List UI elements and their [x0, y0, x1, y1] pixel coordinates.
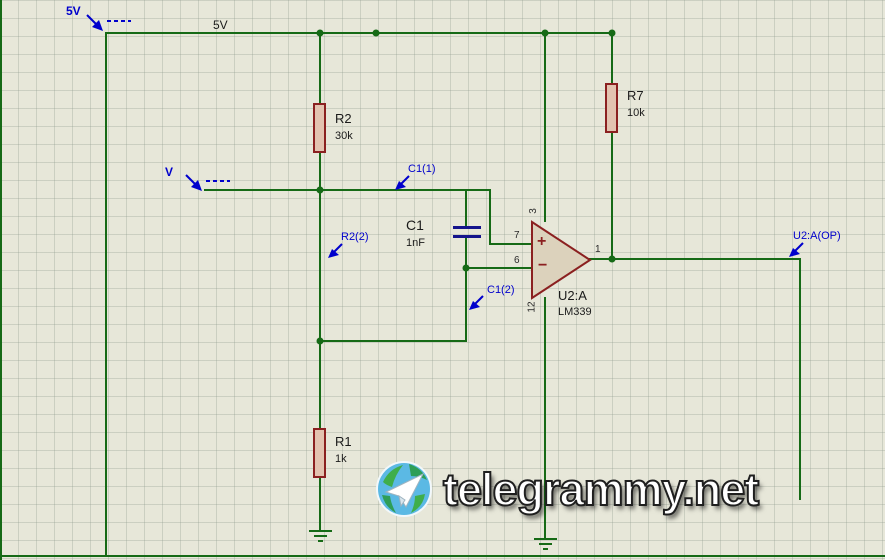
wire-left-drop[interactable] — [105, 32, 107, 557]
pin-number-7: 7 — [514, 230, 520, 241]
power-terminal-arrow-icon — [86, 14, 131, 31]
junction-dot — [316, 29, 324, 37]
wire-output[interactable] — [589, 258, 801, 260]
wire-r7-bottom[interactable] — [611, 133, 613, 260]
wire-pin7[interactable] — [489, 243, 534, 245]
wire-noninv-drop[interactable] — [489, 189, 491, 245]
wire-pin3-vcc[interactable] — [544, 32, 546, 222]
wire-feedback-horizontal[interactable] — [319, 340, 467, 342]
wire-r2-to-r1[interactable] — [319, 153, 321, 430]
ground-bar — [309, 530, 332, 532]
junction-dot — [316, 337, 324, 345]
opamp-u2a-symbol[interactable] — [529, 219, 593, 301]
r2-value-label[interactable]: 30k — [335, 130, 353, 142]
watermark-text: telegrammy.net — [442, 463, 760, 515]
junction-dot — [608, 29, 616, 37]
wire-r1-to-ground[interactable] — [319, 478, 321, 530]
net-label-arrow-icon — [328, 243, 343, 258]
power-terminal-5v-label[interactable]: 5V — [66, 4, 81, 18]
c1-value-label[interactable]: 1nF — [406, 237, 425, 249]
bottom-rail-wire[interactable] — [0, 555, 885, 557]
watermark-globe-logo-icon — [376, 461, 432, 517]
ground-bar — [539, 543, 552, 545]
net-label-c1-1[interactable]: C1(1) — [408, 163, 436, 175]
rail-5v-label[interactable]: 5V — [213, 18, 228, 32]
watermark: telegrammy.net — [375, 460, 760, 518]
input-terminal-arrow-icon — [185, 174, 230, 191]
resistor-r1-body[interactable] — [313, 428, 326, 478]
pin-number-6: 6 — [514, 255, 520, 266]
wire-pin12-gnd[interactable] — [544, 297, 546, 538]
net-label-arrow-icon — [789, 242, 804, 257]
ground-bar — [543, 548, 548, 550]
wire-r7-top[interactable] — [611, 32, 613, 83]
junction-dot — [608, 255, 616, 263]
ground-bar — [314, 535, 327, 537]
pin-number-1: 1 — [595, 244, 601, 255]
net-label-r2-2[interactable]: R2(2) — [341, 231, 369, 243]
r1-ref-label[interactable]: R1 — [335, 434, 352, 449]
junction-dot — [541, 29, 549, 37]
r1-value-label[interactable]: 1k — [335, 453, 347, 465]
capacitor-c1-plate[interactable] — [453, 226, 481, 229]
junction-dot — [372, 29, 380, 37]
resistor-r2-body[interactable] — [313, 103, 326, 153]
wire-v-input[interactable] — [204, 189, 491, 191]
pin-number-3: 3 — [527, 208, 539, 214]
net-label-output[interactable]: U2:A(OP) — [793, 230, 841, 242]
resistor-r7-body[interactable] — [605, 83, 618, 133]
sheet-border-left — [0, 0, 2, 560]
wire-pin6[interactable] — [465, 267, 534, 269]
capacitor-c1-plate[interactable] — [453, 235, 481, 238]
net-label-c1-2[interactable]: C1(2) — [487, 284, 515, 296]
net-label-arrow-icon — [469, 295, 484, 310]
r7-value-label[interactable]: 10k — [627, 107, 645, 119]
wire-feedback-drop[interactable] — [465, 267, 467, 342]
opamp-plus-sign: + — [537, 233, 547, 250]
wire-5v-rail[interactable] — [105, 32, 615, 34]
wire-output-drop[interactable] — [799, 258, 801, 500]
net-label-arrow-icon — [395, 175, 410, 190]
junction-dot — [316, 186, 324, 194]
r7-ref-label[interactable]: R7 — [627, 88, 644, 103]
c1-ref-label[interactable]: C1 — [406, 217, 424, 233]
u2-ref-label[interactable]: U2:A — [558, 288, 587, 303]
pin-number-12: 12 — [526, 301, 538, 313]
ground-bar — [318, 540, 323, 542]
r2-ref-label[interactable]: R2 — [335, 111, 352, 126]
wire-r2-top[interactable] — [319, 32, 321, 103]
wire-cap-top-stub[interactable] — [465, 189, 467, 227]
ground-bar — [534, 538, 557, 540]
input-terminal-v-label[interactable]: V — [165, 165, 174, 179]
junction-dot — [462, 264, 470, 272]
opamp-minus-sign: − — [538, 257, 548, 274]
u2-value-label[interactable]: LM339 — [558, 306, 592, 318]
wire-cap-bottom-stub[interactable] — [465, 238, 467, 269]
